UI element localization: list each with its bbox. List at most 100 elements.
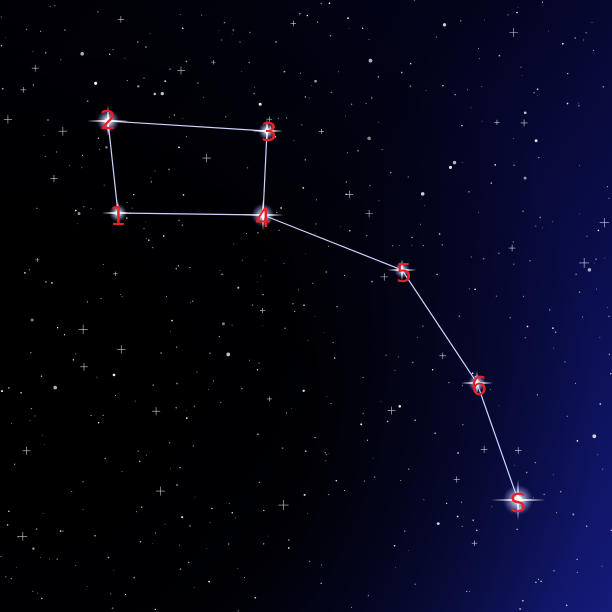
background-star: [414, 419, 416, 421]
sparkle-star: [439, 352, 447, 360]
background-star: [152, 543, 154, 545]
background-star: [522, 600, 524, 602]
background-star: [373, 476, 376, 478]
background-star: [595, 258, 597, 260]
background-star: [254, 86, 256, 88]
background-star: [378, 200, 380, 202]
background-star: [189, 266, 191, 269]
sparkle-star: [155, 486, 165, 496]
background-star: [5, 37, 7, 39]
background-star: [529, 259, 531, 262]
background-star: [258, 481, 260, 483]
background-star: [54, 4, 56, 7]
background-star: [181, 27, 184, 30]
background-star: [137, 450, 139, 452]
background-star: [26, 28, 28, 30]
background-star: [413, 0, 415, 1]
background-star: [267, 535, 269, 537]
sparkle-star: [78, 324, 88, 335]
constellation-lines: [107, 120, 519, 501]
background-star: [366, 439, 369, 441]
background-star: [498, 54, 501, 57]
background-star: [368, 38, 370, 40]
background-star: [71, 491, 73, 493]
background-star: [566, 415, 568, 417]
background-star: [173, 114, 176, 116]
background-star: [40, 375, 43, 377]
background-star: [475, 529, 478, 532]
sparkle-star: [151, 407, 161, 416]
background-star: [409, 85, 412, 88]
background-star: [608, 315, 610, 317]
background-star: [137, 85, 140, 88]
background-star: [6, 524, 9, 526]
background-star: [32, 51, 34, 53]
background-star: [139, 460, 141, 463]
background-star: [288, 539, 290, 541]
background-star: [599, 337, 601, 339]
background-star: [41, 434, 43, 436]
background-star: [452, 160, 457, 165]
background-star: [363, 480, 365, 482]
background-star: [139, 541, 142, 543]
background-star: [169, 68, 171, 70]
background-star: [56, 558, 58, 560]
background-star: [124, 58, 126, 59]
background-star: [76, 223, 78, 225]
background-star: [37, 592, 39, 594]
background-star: [48, 558, 50, 560]
background-star: [552, 327, 554, 329]
background-star: [149, 33, 151, 35]
background-star: [30, 351, 32, 354]
background-star: [308, 560, 311, 563]
sparkle-star: [579, 257, 590, 268]
background-star: [411, 361, 414, 364]
background-star: [335, 480, 338, 482]
background-star: [112, 373, 116, 377]
sparkle-star: [471, 540, 478, 546]
star-s-label: S: [510, 489, 527, 519]
background-star: [583, 39, 585, 41]
background-star: [471, 372, 474, 375]
background-star: [532, 497, 534, 499]
sparkle-star: [520, 119, 528, 127]
background-star: [509, 317, 511, 319]
constellation-line-star-5-star-6: [401, 269, 478, 384]
background-star: [276, 212, 278, 214]
background-star: [587, 268, 592, 272]
background-star: [300, 72, 302, 74]
background-star: [241, 71, 243, 72]
background-star: [461, 385, 464, 387]
background-star: [525, 471, 528, 474]
background-star: [249, 31, 251, 34]
sparkle-star: [22, 446, 31, 455]
background-star: [312, 282, 314, 285]
background-star: [121, 296, 123, 298]
background-star: [220, 39, 222, 41]
background-star: [597, 454, 599, 456]
background-star: [539, 216, 542, 219]
background-star: [102, 414, 104, 416]
background-star: [63, 334, 66, 336]
background-star: [575, 273, 577, 275]
background-star: [103, 184, 105, 186]
background-star: [336, 305, 338, 308]
background-star: [536, 88, 539, 91]
background-star: [154, 608, 156, 611]
background-star: [362, 412, 364, 415]
background-star: [516, 528, 518, 530]
background-star: [572, 513, 575, 516]
background-star: [445, 502, 448, 505]
background-star: [209, 521, 211, 523]
constellation-line-star-2-star-3: [107, 120, 268, 132]
background-star: [47, 119, 49, 121]
background-star: [221, 322, 225, 326]
background-star: [298, 289, 300, 291]
background-star: [162, 235, 165, 237]
background-star: [196, 371, 198, 373]
background-star: [582, 316, 584, 318]
background-star: [164, 523, 166, 525]
background-star: [181, 516, 184, 519]
background-star: [369, 184, 371, 187]
background-star: [105, 146, 108, 149]
